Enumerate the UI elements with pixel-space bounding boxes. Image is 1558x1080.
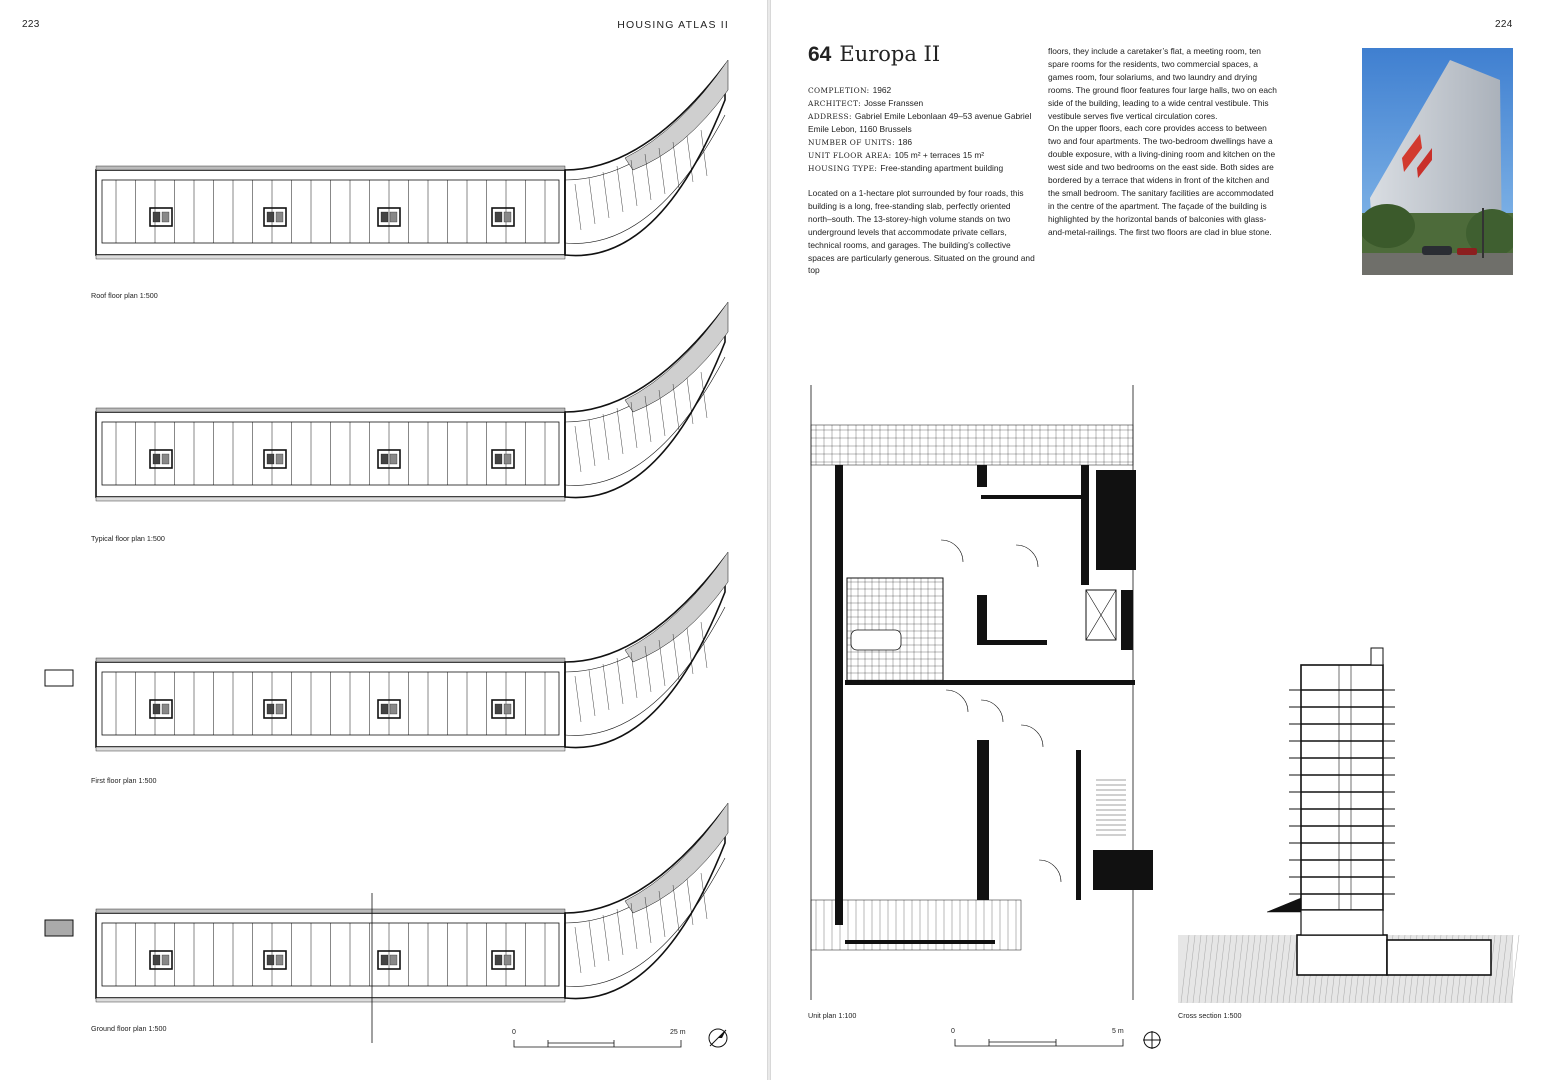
first-plan-caption: First floor plan 1:500 [91,776,157,785]
typical-plan-caption: Typical floor plan 1:500 [91,534,165,543]
floor-plan-2 [95,551,729,752]
project-title: 64 Europa II [808,42,940,67]
body-paragraph-2: On the upper floors, each core provides … [1048,123,1276,237]
project-facts: COMPLETION:1962 ARCHITECT:Josse Franssen… [808,84,1038,175]
project-number: 64 [808,43,832,66]
unit-plan-caption: Unit plan 1:100 [808,1011,857,1020]
fact-address: ADDRESS:Gabriel Emile Lebonlaan 49–53 av… [808,111,1032,134]
project-name: Europa II [839,42,941,66]
book-gutter [767,0,771,1080]
scale-end-label-right: 5 m [1112,1028,1124,1035]
fact-units: NUMBER OF UNITS:186 [808,137,913,147]
cross-section-drawing [1178,647,1520,1004]
body-text-column-1: Located on a 1-hectare plot surrounded b… [808,188,1035,276]
right-page: 224 64 Europa II COMPLETION:1962 ARCHITEC… [771,0,1558,1080]
building-photo [1362,48,1513,275]
floor-plan-1 [95,301,729,502]
fact-housing-type: HOUSING TYPE:Free-standing apartment bui… [808,163,1004,173]
body-paragraph-1: floors, they include a caretaker’s flat,… [1048,46,1277,121]
fact-completion: COMPLETION:1962 [808,85,892,95]
roof-plan-caption: Roof floor plan 1:500 [91,291,158,300]
fact-floor-area: UNIT FLOOR AREA:105 m² + terraces 15 m² [808,150,985,160]
page-number-right: 224 [1495,19,1513,30]
scale-start-label: 0 [512,1029,516,1036]
scale-end-label: 25 m [670,1029,686,1036]
body-text-column-2: floors, they include a caretaker’s flat,… [1048,45,1278,239]
running-header: HOUSING ATLAS II [617,19,729,31]
page-number-left: 223 [22,19,40,30]
floor-plans-drawing [44,59,729,1043]
unit-plan-drawing [810,385,1153,1000]
ground-plan-caption: Ground floor plan 1:500 [91,1024,167,1033]
fact-architect: ARCHITECT:Josse Franssen [808,98,924,108]
floor-plan-3 [95,802,729,1003]
cross-section-caption: Cross section 1:500 [1178,1011,1242,1020]
left-page: 223 HOUSING ATLAS II Roof floor plan 1:5… [0,0,767,1080]
floor-plan-0 [95,59,729,260]
scale-start-label-right: 0 [951,1028,955,1035]
